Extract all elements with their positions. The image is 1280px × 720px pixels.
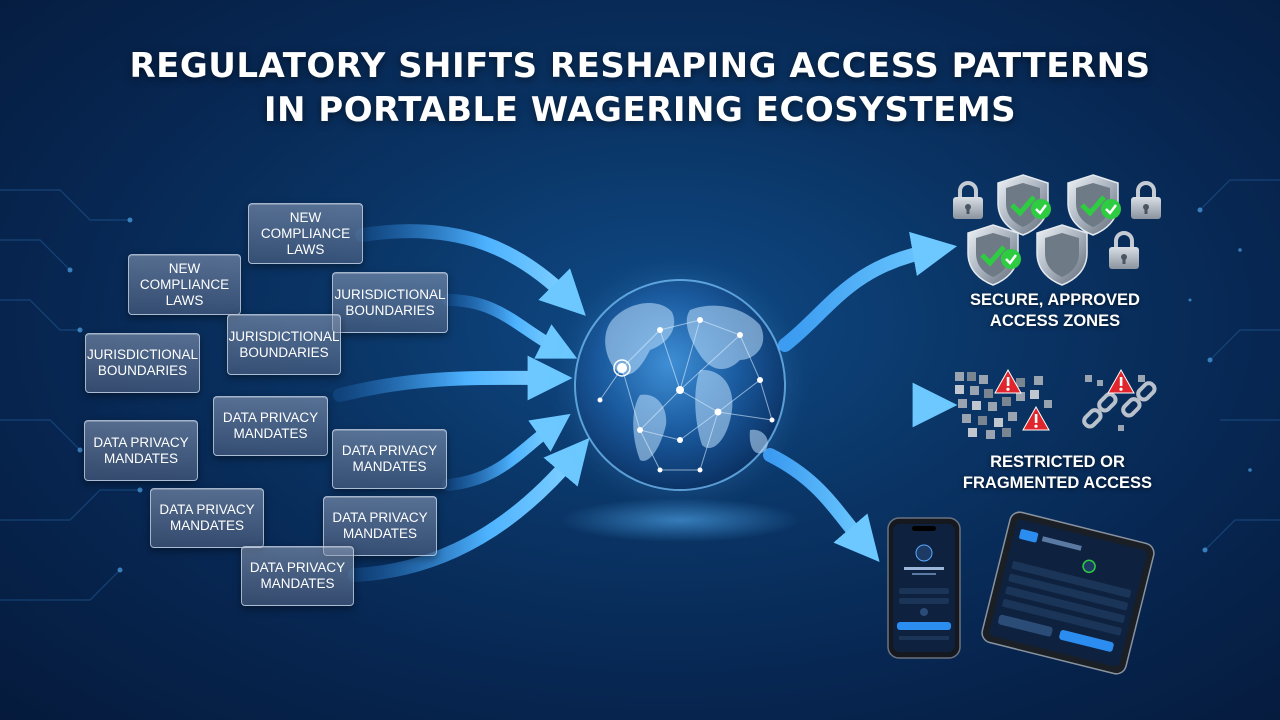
- label-jurisdictional-boundaries: JURISDICTIONAL BOUNDARIES: [332, 272, 448, 333]
- title-line-1: REGULATORY SHIFTS RESHAPING ACCESS PATTE…: [129, 46, 1151, 86]
- tablet-icon: [981, 511, 1155, 675]
- lock-icon: [1109, 231, 1139, 269]
- caption-restricted-access: RESTRICTED OR FRAGMENTED ACCESS: [962, 453, 1153, 492]
- circuit-dots: [67, 207, 1252, 573]
- arrow-in-1: [355, 224, 586, 316]
- outgoing-arrows: [763, 231, 958, 563]
- label-data-privacy-mandates: DATA PRIVACY MANDATES: [213, 396, 328, 456]
- arrow-in-5: [348, 437, 590, 582]
- smartphone-icon: [887, 517, 961, 659]
- label-data-privacy-mandates: DATA PRIVACY MANDATES: [150, 488, 264, 548]
- lock-icon: [1131, 181, 1161, 219]
- arrow-in-2: [442, 294, 578, 359]
- broken-chain-icon: [1082, 381, 1157, 429]
- secure-icons: [953, 174, 1161, 286]
- shield-icon: [1036, 224, 1088, 286]
- label-jurisdictional-boundaries: JURISDICTIONAL BOUNDARIES: [85, 333, 200, 393]
- incoming-arrows: [333, 224, 590, 582]
- label-data-privacy-mandates: DATA PRIVACY MANDATES: [241, 546, 354, 606]
- fragment-pieces-icon: [1085, 375, 1145, 431]
- fragmented-grid-icon: [955, 372, 1052, 439]
- shield-check-icon: [967, 224, 1021, 286]
- shield-check-icon: [997, 174, 1051, 236]
- caption-secure-access-zones: SECURE, APPROVED ACCESS ZONES: [970, 291, 1140, 330]
- arrow-in-3: [333, 355, 573, 402]
- title-line-2: IN PORTABLE WAGERING ECOSYSTEMS: [263, 90, 1017, 130]
- arrow-in-4: [442, 413, 571, 491]
- shield-check-icon: [1067, 174, 1121, 236]
- arrow-out-secure: [778, 231, 958, 352]
- lock-icon: [953, 181, 983, 219]
- label-new-compliance-laws: NEW COMPLIANCE LAWS: [128, 254, 241, 315]
- warning-icon: [1022, 405, 1050, 431]
- label-data-privacy-mandates: DATA PRIVACY MANDATES: [84, 420, 198, 481]
- circuit-traces: [0, 179, 1280, 601]
- arrow-out-devices: [763, 448, 880, 563]
- warning-icon: [994, 368, 1022, 394]
- page-title: REGULATORY SHIFTS RESHAPING ACCESS PATTE…: [0, 44, 1280, 132]
- globe-icon: [555, 260, 805, 542]
- label-new-compliance-laws: NEW COMPLIANCE LAWS: [248, 203, 363, 264]
- warning-icon: [1107, 368, 1135, 394]
- label-jurisdictional-boundaries: JURISDICTIONAL BOUNDARIES: [227, 314, 341, 375]
- label-data-privacy-mandates: DATA PRIVACY MANDATES: [332, 429, 447, 489]
